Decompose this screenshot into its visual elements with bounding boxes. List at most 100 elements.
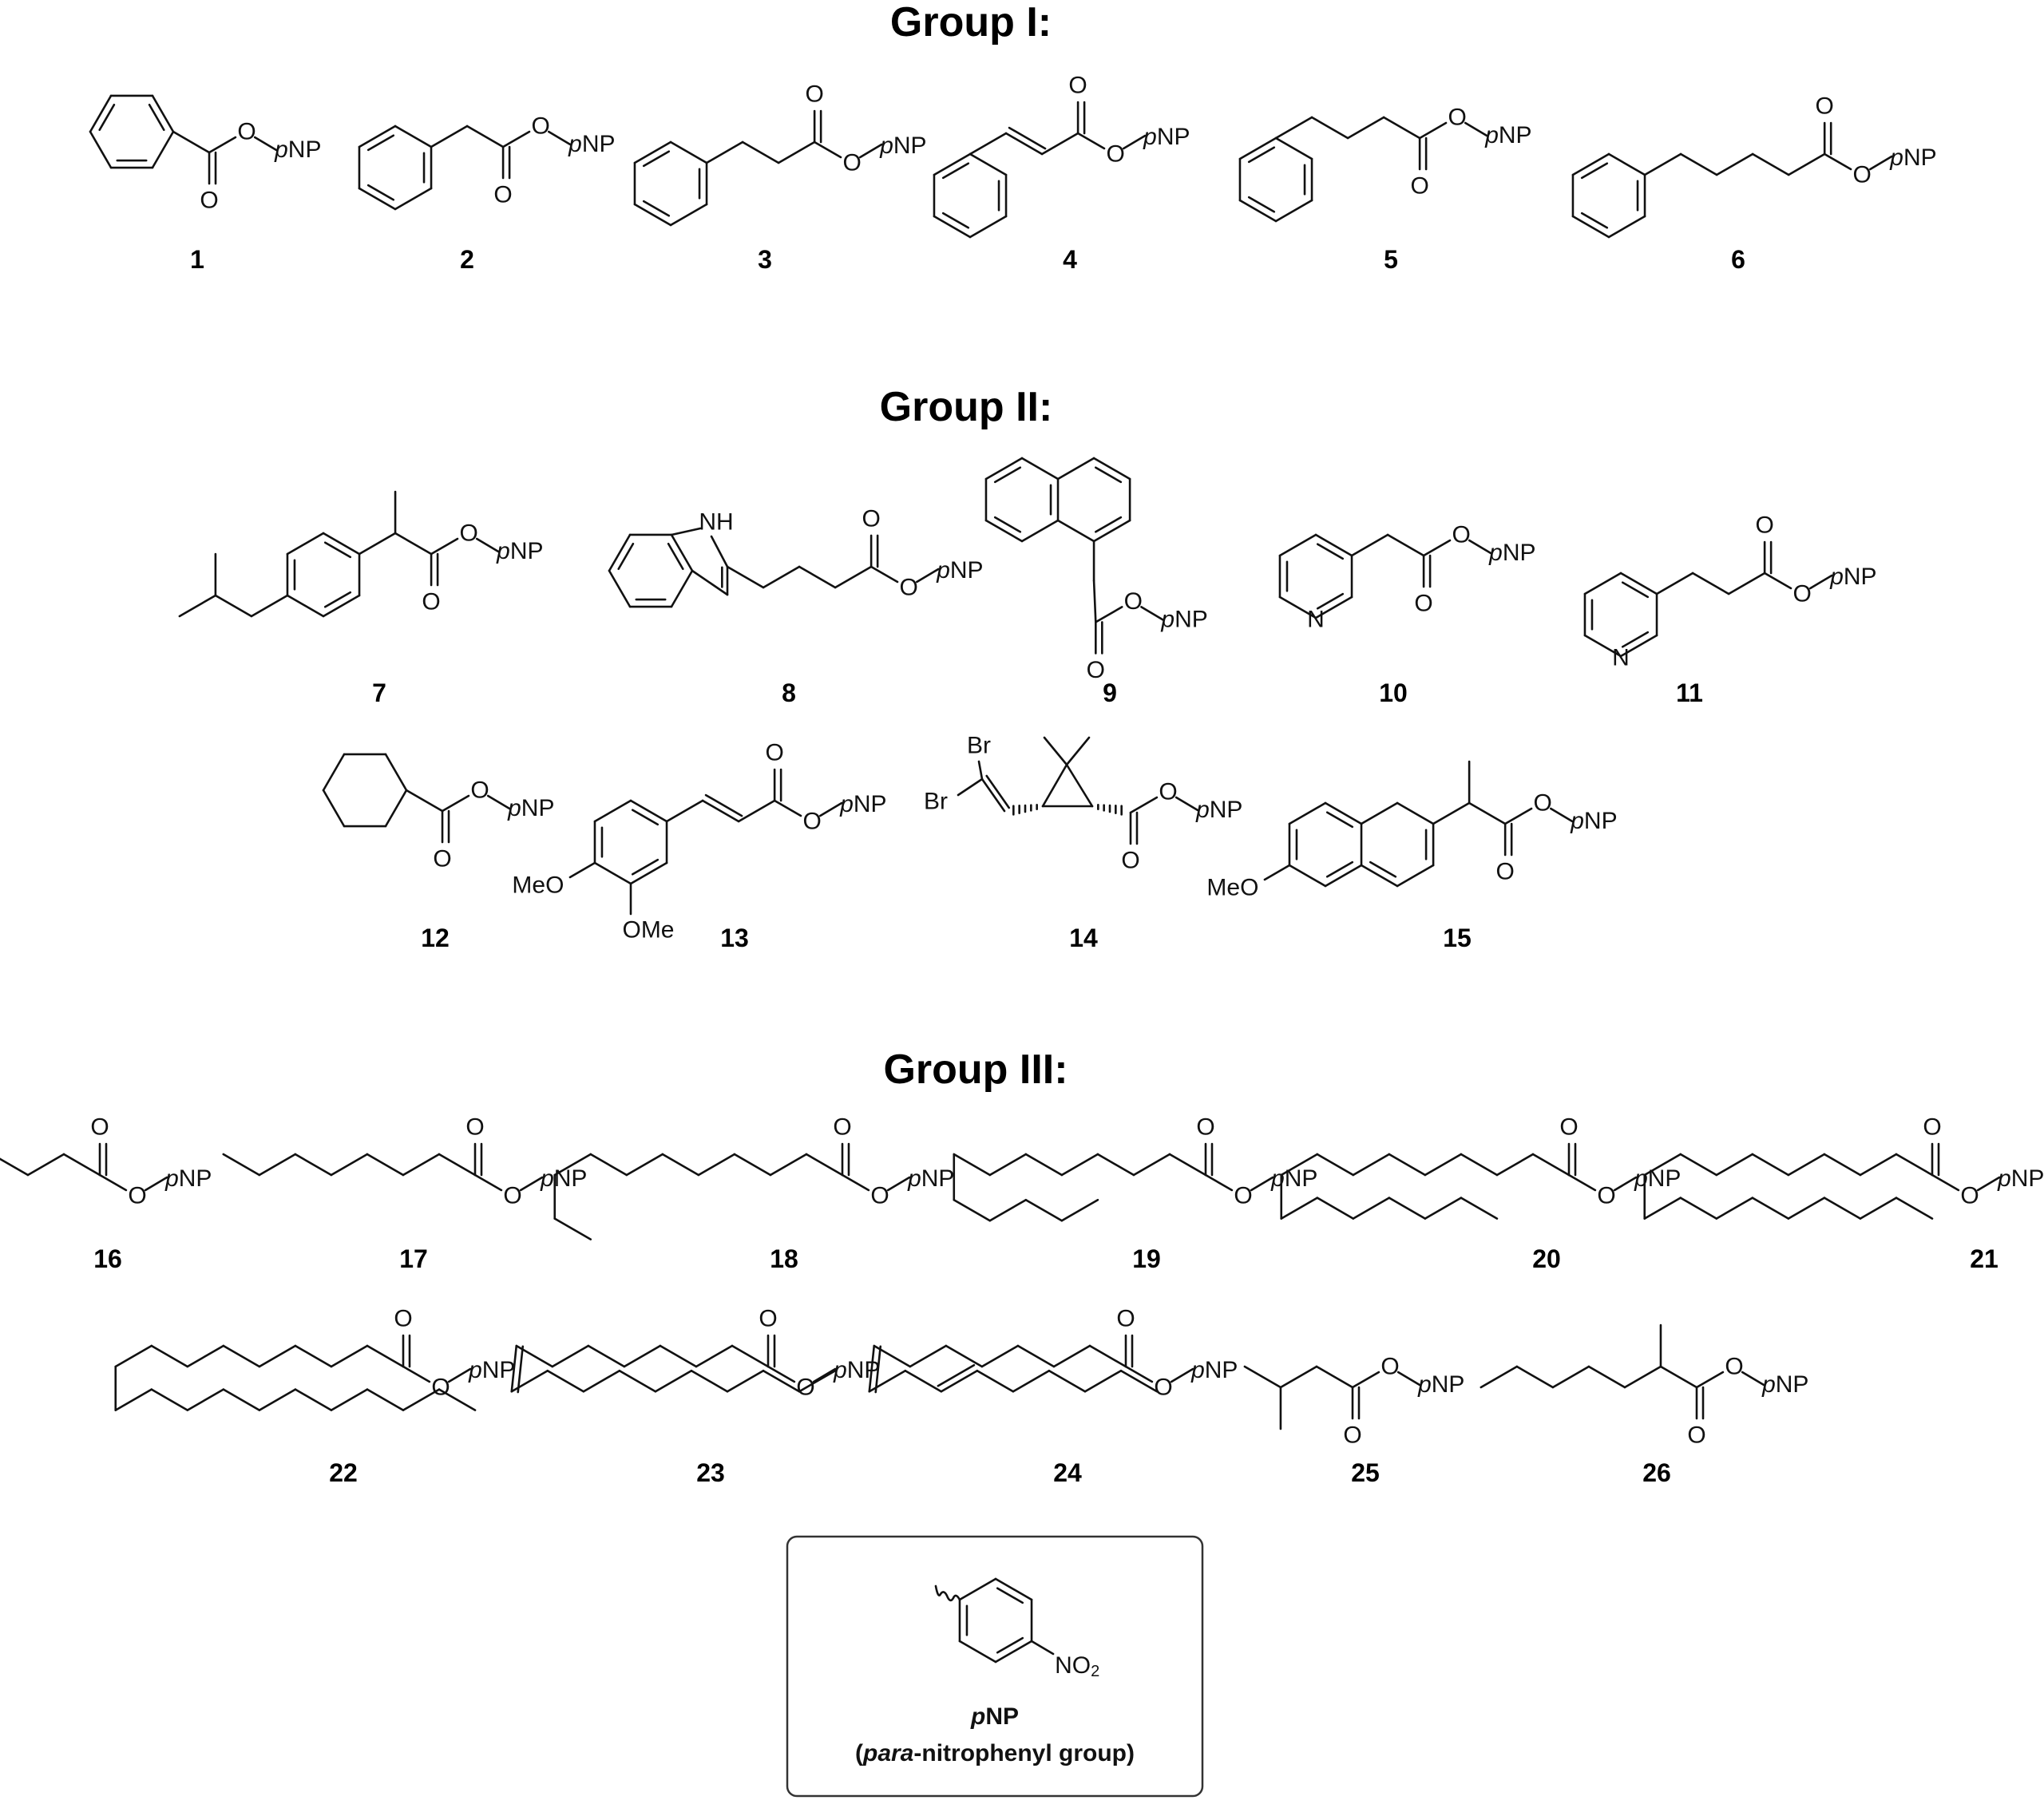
ester-oxygen: O <box>1448 105 1466 131</box>
bond <box>993 466 1022 484</box>
bond <box>1020 519 1060 543</box>
bond <box>366 1153 405 1177</box>
compound-number: 16 <box>93 1244 122 1273</box>
bond <box>812 1367 837 1383</box>
bond <box>286 532 325 556</box>
bond <box>1460 1153 1499 1177</box>
group-heading: Group I: <box>890 0 1052 45</box>
compound-number: 20 <box>1532 1244 1561 1273</box>
carbonyl-oxygen: O <box>1559 1114 1578 1141</box>
pnp-label: pNP <box>1634 1165 1681 1192</box>
bond <box>465 125 505 148</box>
bond <box>1583 572 1622 595</box>
pnp-label: pNP <box>164 1165 212 1192</box>
bond <box>1048 1369 1087 1393</box>
ester-oxygen: O <box>459 520 477 547</box>
legend-border <box>786 1535 1204 1798</box>
bond <box>1280 1153 1319 1177</box>
compound-number: 10 <box>1379 678 1408 707</box>
compound-label: 19 <box>1132 1244 1161 1273</box>
ester-oxygen: O <box>1380 1354 1399 1380</box>
compound-label: 12 <box>421 924 450 952</box>
bond <box>1274 136 1313 160</box>
bond <box>1247 196 1276 213</box>
compound-number: 13 <box>720 924 749 952</box>
compound-number: 19 <box>1132 1244 1161 1273</box>
compound-number: 26 <box>1642 1458 1671 1487</box>
bond <box>1580 162 1609 180</box>
ester-oxygen: O <box>128 1183 146 1209</box>
carbonyl-oxygen: O <box>1343 1422 1361 1449</box>
pnp-label: pNP <box>1889 144 1936 171</box>
bond <box>1695 1371 1725 1389</box>
compound-number: 5 <box>1384 245 1398 274</box>
bond <box>618 1369 657 1393</box>
pnp-label: pNP <box>907 1165 954 1192</box>
pyridine-nitrogen: N <box>1307 607 1325 633</box>
bond <box>1823 1153 1862 1177</box>
bond <box>1279 1365 1318 1389</box>
bond <box>909 1344 948 1368</box>
ester-oxygen: O <box>870 1183 889 1209</box>
bond <box>1040 132 1079 156</box>
bond <box>1931 1173 1960 1192</box>
bond <box>1382 116 1421 140</box>
bond <box>501 130 531 148</box>
bond <box>996 1587 1024 1604</box>
carbonyl-oxygen: O <box>833 1114 851 1141</box>
legend-description: (para-nitrophenyl group) <box>855 1740 1135 1766</box>
compound-label: 8 <box>782 678 796 707</box>
bond <box>1310 116 1349 140</box>
bond <box>1065 736 1091 766</box>
bond <box>1008 126 1047 150</box>
bond <box>1324 801 1363 825</box>
compound-label: 21 <box>1970 1244 1998 1273</box>
bond <box>777 140 816 164</box>
bond <box>993 516 1022 533</box>
bond <box>958 1640 997 1664</box>
bond <box>1386 533 1425 557</box>
bond <box>1480 1365 1519 1389</box>
pnp-label: pNP <box>1160 606 1207 632</box>
bond <box>150 1388 189 1411</box>
bond <box>358 187 397 211</box>
compound-number: 15 <box>1443 924 1472 952</box>
bond <box>1495 1153 1535 1177</box>
bond <box>996 1636 1024 1654</box>
bond <box>1643 152 1682 176</box>
bond <box>731 1344 770 1368</box>
bond <box>1350 533 1389 557</box>
compound-number: 18 <box>770 1244 798 1273</box>
ester-oxygen: O <box>1597 1183 1615 1209</box>
bond <box>1095 516 1123 533</box>
compound-label: 24 <box>1053 1458 1082 1487</box>
bond <box>366 1388 405 1411</box>
compound-number: 11 <box>1676 678 1703 707</box>
bond <box>587 1344 626 1368</box>
bond <box>1250 1176 1274 1192</box>
bond <box>1132 1153 1171 1177</box>
bond <box>366 184 395 201</box>
bond <box>551 1344 590 1368</box>
compound-label: 11 <box>1676 678 1703 707</box>
pnp-label: pNP <box>1417 1371 1464 1398</box>
bond <box>1751 1153 1790 1177</box>
bond <box>1432 801 1471 825</box>
bond <box>773 799 802 817</box>
bond <box>1263 864 1291 881</box>
bond <box>322 532 361 556</box>
ester-oxygen: O <box>237 119 256 145</box>
bond <box>1895 1153 1934 1177</box>
bond <box>1583 634 1622 658</box>
bond <box>1119 1369 1159 1393</box>
ester-oxygen: O <box>531 113 549 140</box>
bond <box>1468 801 1507 825</box>
bond <box>402 1153 441 1177</box>
compound-number: 3 <box>758 245 772 274</box>
bond <box>1741 1371 1765 1387</box>
compound-label: 3 <box>758 245 772 274</box>
